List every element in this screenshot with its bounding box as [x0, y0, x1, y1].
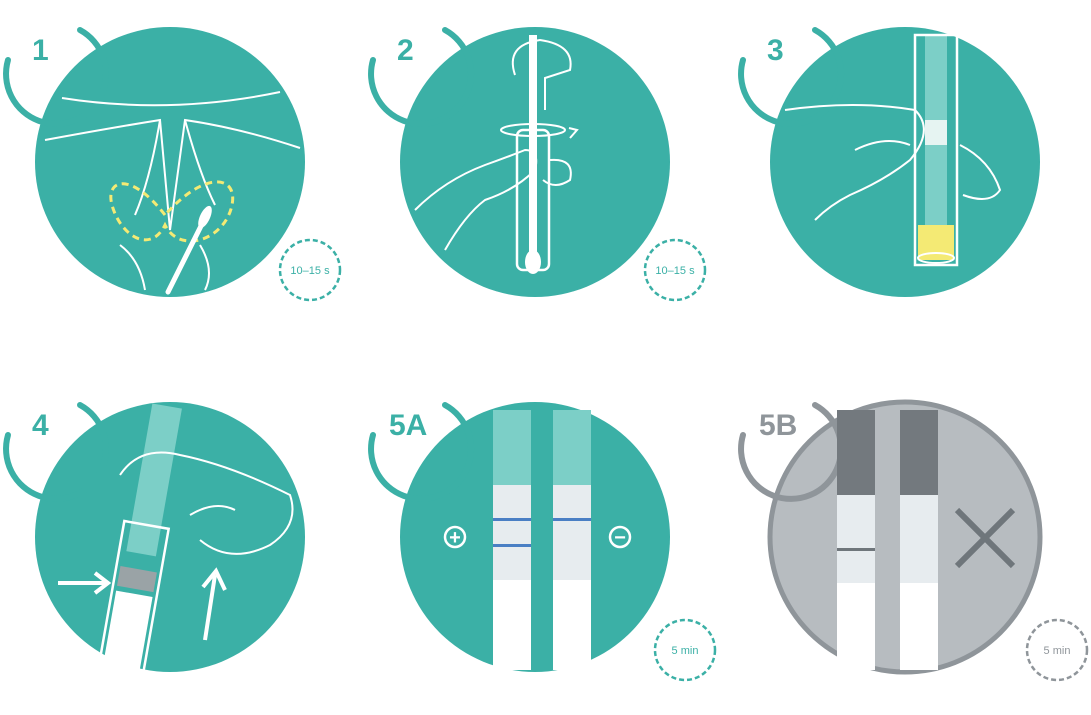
- step-2-panel: 2 10–15 s: [365, 0, 725, 340]
- timer-icon: 10–15 s: [645, 240, 705, 300]
- step-label: 1: [32, 34, 49, 67]
- control-line: [493, 518, 531, 521]
- invalid-result-illustration: 5B 5 min: [735, 375, 1091, 715]
- insert-strip-illustration: 4: [0, 375, 360, 715]
- step-label: 4: [32, 409, 49, 442]
- timer-icon: 5 min: [655, 620, 715, 680]
- step-circle: [35, 27, 305, 297]
- timer-label: 5 min: [1044, 645, 1071, 657]
- timer-label: 10–15 s: [290, 265, 330, 277]
- swab-insertion-illustration: 1 10–15 s: [0, 0, 360, 340]
- step-label: 5A: [389, 409, 427, 442]
- step-label: 2: [397, 34, 414, 67]
- minus-sign: −: [614, 527, 626, 549]
- plus-sign: +: [449, 527, 461, 549]
- test-line: [493, 544, 531, 547]
- result-strips-illustration: 5A + − 5 min: [365, 375, 725, 715]
- step-5a-panel: 5A + − 5 min: [365, 375, 725, 715]
- step-label: 3: [767, 34, 784, 67]
- step-4-panel: 4: [0, 375, 360, 715]
- step-3-panel: 3: [735, 0, 1091, 340]
- control-line: [553, 518, 591, 521]
- step-5b-panel: 5B 5 min: [735, 375, 1091, 715]
- step-1-panel: 1 10–15 s: [0, 0, 360, 340]
- timer-icon: 5 min: [1027, 620, 1087, 680]
- positive-strip: [493, 410, 531, 670]
- timer-label: 5 min: [672, 645, 699, 657]
- step-label: 5B: [759, 409, 797, 442]
- negative-strip: [553, 410, 591, 670]
- swab-rotate-in-tube-illustration: 2 10–15 s: [365, 0, 725, 340]
- step-circle: [770, 27, 1040, 297]
- timer-label: 10–15 s: [655, 265, 695, 277]
- squeeze-tube-illustration: 3: [735, 0, 1091, 340]
- timer-icon: 10–15 s: [280, 240, 340, 300]
